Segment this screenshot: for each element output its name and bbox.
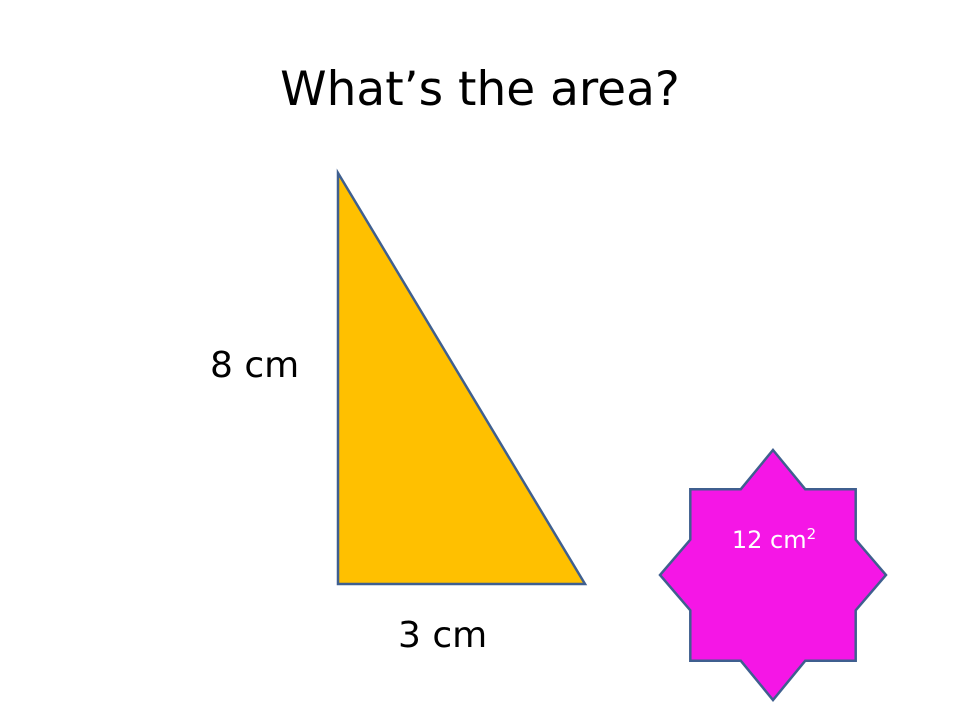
slide-title: What’s the area? — [280, 62, 680, 117]
answer-text: 12 cm2 — [686, 524, 862, 556]
answer-exponent: 2 — [806, 525, 817, 543]
answer-value: 12 cm — [731, 526, 807, 554]
base-label: 3 cm — [398, 615, 488, 656]
answer-star-badge[interactable] — [658, 448, 888, 702]
height-label: 8 cm — [210, 345, 300, 386]
right-triangle — [336, 168, 588, 586]
